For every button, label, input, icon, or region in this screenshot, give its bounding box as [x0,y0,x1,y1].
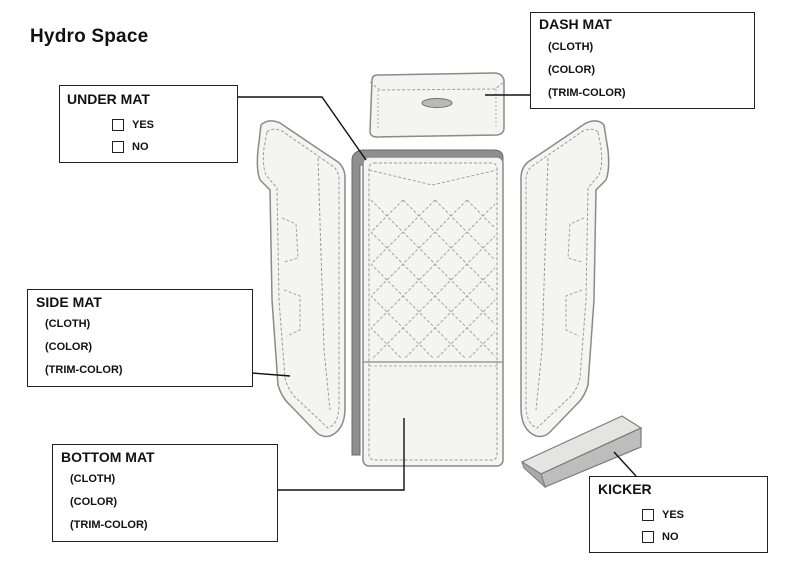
stitch-line [371,200,495,325]
kicker-no-checkbox[interactable] [642,531,654,543]
dash-mat-option-cloth[interactable]: (CLOTH) [548,41,594,53]
stitch-line [466,200,495,229]
kicker-yes-checkbox[interactable] [642,509,654,521]
left-side-mat-panel[interactable] [256,120,346,438]
side-mat-option-cloth[interactable]: (CLOTH) [45,318,91,330]
bottom-mat-label: BOTTOM MAT [61,449,155,465]
bottom-mat-option-cloth[interactable]: (CLOTH) [70,473,116,485]
leader-side-mat [251,372,291,377]
stitch-line [371,200,404,233]
kicker-panel[interactable] [520,415,643,489]
bottom-mat-panel[interactable] [19,156,800,467]
dash-mat-box: DASH MAT (CLOTH) (COLOR) (TRIM-COLOR) [530,12,755,109]
stitch-line [371,200,436,265]
right-side-mat-panel[interactable] [520,120,610,438]
leader-lines [238,94,637,491]
under-mat-no-label: NO [132,141,149,153]
diamond-quilt-stitching [371,200,800,360]
stitch-line [691,200,800,360]
dash-mat-label: DASH MAT [539,16,612,32]
bottom-mat-option-color[interactable]: (COLOR) [70,496,118,508]
side-mat-option-color[interactable]: (COLOR) [45,341,93,353]
under-mat-no-checkbox[interactable] [112,141,124,153]
under-mat-yes-option[interactable]: YES [112,119,154,131]
stitch-line [595,200,755,360]
page-title: Hydro Space [30,26,149,47]
under-mat-box: UNDER MAT YES NO [59,85,238,163]
leader-kicker [613,451,637,477]
dash-mat-option-trim-color[interactable]: (TRIM-COLOR) [548,87,626,99]
stitch-line [371,203,495,329]
kicker-no-label: NO [662,531,679,543]
stitch-line [402,200,495,293]
under-mat-no-option[interactable]: NO [112,141,149,153]
kicker-yes-option[interactable]: YES [642,509,684,521]
leader-under-mat [238,96,367,161]
stitch-line [434,200,495,261]
under-mat-yes-label: YES [132,119,155,131]
side-mat-label: SIDE MAT [36,294,102,310]
logo-emblem-icon [421,98,453,108]
side-mat-box: SIDE MAT (CLOTH) (COLOR) (TRIM-COLOR) [27,289,253,387]
stitch-line [659,200,800,360]
kicker-box: KICKER YES NO [589,476,768,553]
kicker-label: KICKER [598,481,652,497]
under-mat-yes-checkbox[interactable] [112,119,124,131]
under-mat-label: UNDER MAT [67,91,150,107]
kicker-yes-label: YES [662,509,685,521]
bottom-mat-box: BOTTOM MAT (CLOTH) (COLOR) (TRIM-COLOR) [52,444,278,542]
stitch-line [371,200,468,297]
side-mat-option-trim-color[interactable]: (TRIM-COLOR) [45,364,123,376]
dash-mat-option-color[interactable]: (COLOR) [548,64,596,76]
stitch-line [627,200,787,360]
dash-mat-panel[interactable] [369,72,505,138]
kicker-no-option[interactable]: NO [642,531,679,543]
bottom-mat-option-trim-color[interactable]: (TRIM-COLOR) [70,519,148,531]
leader-bottom-mat [277,418,405,491]
